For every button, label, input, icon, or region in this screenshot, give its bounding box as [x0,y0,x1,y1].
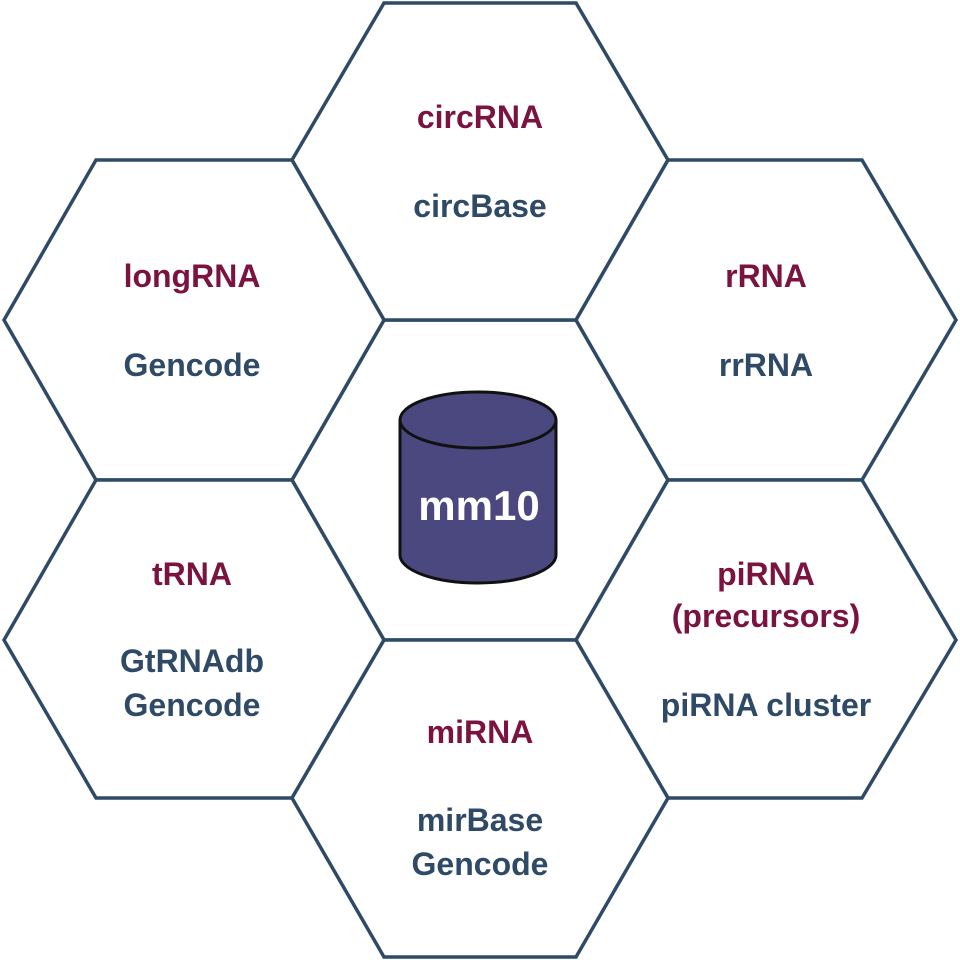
hex-mirna-source-line-2: Gencode [412,846,549,882]
hex-mirna-outline [289,638,671,959]
hex-longrna-source: Gencode [124,347,261,383]
hex-trna-source-line-1: GtRNAdb [120,643,264,679]
hex-pirna-title-line-2: (precursors) [672,598,861,634]
hex-rrna-source: rrRNA [719,347,813,383]
hex-trna: tRNA GtRNAdb Gencode [1,478,387,800]
hex-pirna-source: piRNA cluster [661,687,871,723]
hex-circrna-source: circBase [413,188,546,224]
database-icon [398,390,558,585]
hex-trna-title: tRNA [152,556,232,592]
hex-pirna-title-line-1: piRNA [717,556,815,592]
hex-trna-source-line-2: Gencode [124,687,261,723]
hex-longrna-title: longRNA [124,258,261,294]
database-label: mm10 [418,482,539,529]
hex-pirna: piRNA (precursors) piRNA cluster [573,478,959,800]
hex-center: mm10 [289,318,671,642]
hex-mirna-title: miRNA [427,714,534,750]
hex-rrna-title: rRNA [725,258,807,294]
hex-mirna-source-line-1: mirBase [417,802,543,838]
hex-circrna-title: circRNA [417,99,543,135]
hex-mirna: miRNA mirBase Gencode [289,638,671,959]
